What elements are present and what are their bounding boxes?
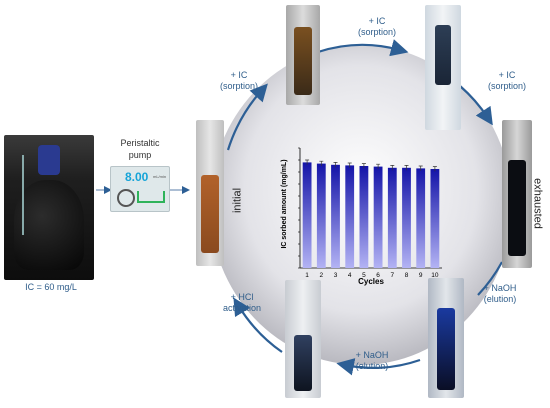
- bar-cycle-7: [387, 167, 397, 268]
- column-elution-1-photo: [428, 278, 464, 398]
- chart-bars: [302, 159, 440, 268]
- bar-cycle-1: [302, 162, 312, 268]
- x-tick-label: 3: [334, 272, 338, 279]
- x-tick-label: 7: [390, 272, 394, 279]
- resin-bed-sorption-2: [435, 25, 451, 85]
- peristaltic-pump-photo: 8.00 mL/min: [110, 166, 170, 212]
- x-tick-label: 1: [305, 272, 309, 279]
- error-bar-cycle-2: [319, 160, 324, 166]
- error-bar-cycle-4: [347, 162, 352, 168]
- resin-bed-initial: [201, 175, 219, 253]
- bar-cycle-9: [416, 168, 426, 268]
- label-ic-sorption-left-line1: + IC: [230, 70, 248, 80]
- label-naoh-right-line1: + NaOH: [483, 283, 517, 293]
- bar-cycle-6: [373, 166, 383, 268]
- resin-bed-elution-1: [437, 308, 455, 390]
- label-ic-sorption-left-line2: (sorption): [219, 81, 258, 91]
- error-bar-cycle-9: [418, 165, 423, 171]
- x-tick-label: 4: [348, 272, 352, 279]
- resin-bed-sorption-1: [294, 27, 312, 95]
- label-naoh-bottom-line2: (elution): [355, 361, 389, 371]
- x-tick-label: 2: [319, 272, 323, 279]
- error-bar-cycle-10: [432, 166, 437, 172]
- error-bar-cycle-7: [390, 165, 395, 171]
- chart-x-ticks: 1 2 3 4 5 6 7 8 9 10: [305, 272, 439, 279]
- label-initial: initial: [231, 187, 244, 214]
- label-exhausted: exhausted: [531, 178, 544, 229]
- bar-cycle-2: [316, 163, 326, 268]
- label-hcl-line1: + HCl: [230, 292, 254, 302]
- flask-neck: [38, 145, 60, 175]
- label-naoh-bottom-line1: + NaOH: [355, 350, 389, 360]
- feed-flask-photo: [4, 135, 94, 280]
- x-tick-label: 8: [405, 272, 409, 279]
- flask-body: [14, 180, 84, 270]
- pump-display-unit: mL/min: [153, 174, 167, 179]
- column-elution-2-photo: [285, 280, 321, 398]
- x-tick-label: 10: [431, 272, 439, 279]
- cycle-arrow-sorption-top: [317, 39, 409, 57]
- chart-y-label: IC sorbed amount (mg/mL): [281, 159, 288, 248]
- cycle-arrow-sorption-right: [459, 85, 493, 126]
- label-ic-sorption-right-line1: + IC: [498, 70, 516, 80]
- column-sorption-1-photo: [286, 5, 320, 105]
- pump-tube-green: [137, 191, 165, 203]
- column-sorption-2-photo: [425, 5, 461, 130]
- cycle-arrow-activation: [233, 297, 283, 353]
- pump-label-line2: pump: [128, 150, 152, 160]
- x-tick-label: 5: [362, 272, 366, 279]
- bar-cycle-3: [331, 164, 340, 268]
- x-tick-label: 9: [419, 272, 423, 279]
- chart-x-label: Cycles: [358, 277, 384, 286]
- label-naoh-right-line2: (elution): [483, 294, 517, 304]
- bar-cycle-5: [359, 166, 369, 268]
- bar-cycle-4: [345, 165, 355, 268]
- bar-cycle-8: [402, 167, 411, 268]
- error-bar-cycle-1: [305, 159, 310, 165]
- label-hcl-line2: activation: [222, 303, 262, 313]
- label-ic-sorption-top-line2: (sorption): [357, 27, 396, 37]
- label-ic-sorption-right-line2: (sorption): [487, 81, 526, 91]
- x-tick-label: 6: [376, 272, 380, 279]
- resin-bed-exhausted: [508, 160, 526, 256]
- error-bar-cycle-5: [361, 163, 366, 169]
- pump-head-icon: [117, 189, 135, 207]
- cycle-arrow-exhausted-to-elution: [477, 261, 503, 296]
- resin-bed-elution-2: [294, 335, 312, 391]
- pump-display-value: 8.00: [125, 170, 149, 184]
- label-ic-sorption-top-line1: + IC: [368, 16, 386, 26]
- bar-cycle-10: [430, 169, 440, 268]
- cycle-arrow-elution-bottom: [336, 358, 421, 376]
- column-initial-photo: [196, 120, 224, 266]
- column-exhausted-photo: [502, 120, 532, 268]
- feed-label: IC = 60 mg/L: [25, 282, 77, 292]
- sorption-bar-chart: 1 2 3 4 5 6 7 8 9 10 Cycles IC sorbed amount (mg/…: [281, 147, 442, 286]
- error-bar-cycle-8: [404, 165, 409, 171]
- pump-label-line1: Peristaltic: [120, 138, 160, 148]
- error-bar-cycle-6: [376, 163, 381, 169]
- cycle-arrow-initial-to-sorption: [226, 83, 268, 151]
- tubing: [22, 155, 24, 235]
- error-bar-cycle-3: [333, 162, 338, 168]
